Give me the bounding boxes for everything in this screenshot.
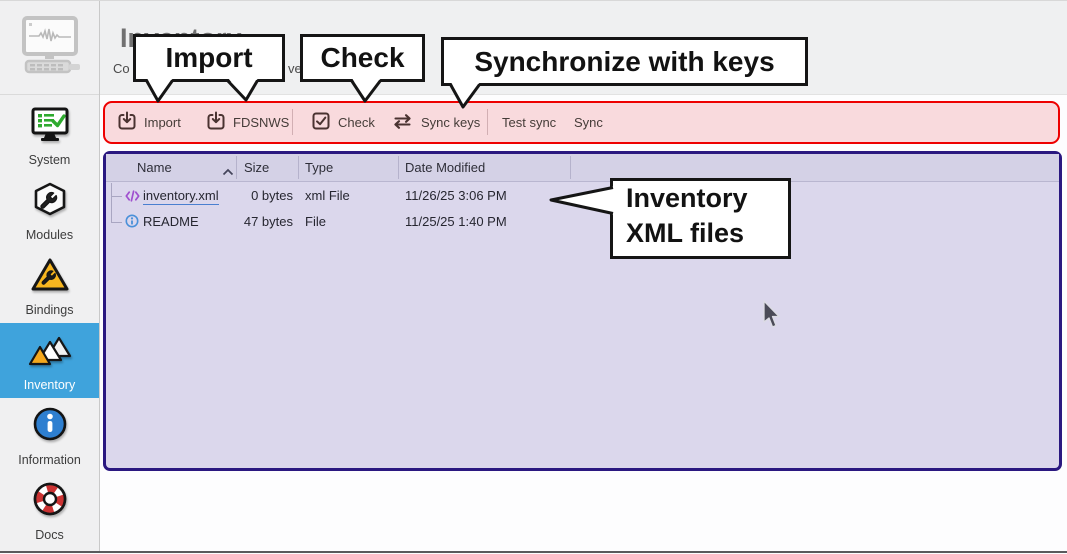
callout-import: Import [133,34,285,82]
sidebar-item-label: Docs [35,527,64,542]
test-sync-button[interactable]: Test sync [502,103,556,142]
file-table-header: Name Size Type Date Modified [106,154,1059,182]
xml-code-icon [125,189,140,206]
callout-check: Check [300,34,425,82]
sidebar-item-docs[interactable]: Docs [0,473,99,548]
sidebar-item-bindings[interactable]: Bindings [0,248,99,323]
file-type: File [305,214,326,229]
tree-branch-line [111,196,122,197]
toolbar-separator [292,109,293,135]
sidebar-item-label: Bindings [25,302,74,317]
callout-synchronize-with-keys: Synchronize with keys [441,37,808,86]
column-header-date-modified[interactable]: Date Modified [405,160,486,175]
callout-inventory-xml-files: Inventory XML files [610,178,791,259]
file-name[interactable]: README [143,214,199,229]
tree-branch-line [111,183,112,222]
button-label: Test sync [502,115,557,130]
sidebar-item-inventory[interactable]: Inventory [0,323,99,398]
button-label: FDSNWS [233,115,290,130]
sidebar-item-label: Information [18,452,81,467]
swap-arrows-icon [391,113,414,133]
sort-ascending-icon[interactable] [222,163,234,181]
column-divider[interactable] [298,156,299,179]
toolbar-separator [487,109,488,135]
seismometer-computer-logo-icon [17,15,83,80]
button-label: Sync keys [421,115,481,130]
subtitle-fragment: Co [113,61,130,76]
info-file-icon [125,214,139,231]
sidebar-item-label: Inventory [23,377,76,392]
table-row-readme[interactable]: README 47 bytes File 11/25/25 1:40 PM [106,209,1059,235]
warning-wrench-icon [30,257,70,298]
file-date-modified: 11/26/25 3:06 PM [405,188,507,203]
sidebar-item-label: Modules [25,227,74,242]
column-divider[interactable] [570,156,571,179]
window-bottom-edge [0,551,1067,553]
station-triangles-icon [27,336,73,373]
column-header-size[interactable]: Size [244,160,270,175]
file-name-link[interactable]: inventory.xml [143,188,219,205]
tree-branch-line [111,222,122,223]
info-circle-icon [31,405,69,448]
app-logo [0,1,99,95]
sidebar-item-label: System [28,152,71,167]
file-area-highlight: Name Size Type Date Modified inventory.x… [103,151,1062,471]
checkbox-check-icon [311,111,331,134]
file-date-modified: 11/25/25 1:40 PM [405,214,507,229]
check-button[interactable]: Check [311,103,375,142]
lifebuoy-icon [31,480,69,523]
file-type: xml File [305,188,350,203]
import-button[interactable]: Import [117,103,181,142]
system-monitor-check-icon [29,107,71,148]
sidebar-item-system[interactable]: System [0,98,99,173]
download-icon [117,111,137,135]
button-label: Check [338,115,375,130]
sidebar-item-modules[interactable]: Modules [0,173,99,248]
sidebar-item-information[interactable]: Information [0,398,99,473]
sync-button[interactable]: Sync [574,103,603,142]
column-divider[interactable] [398,156,399,179]
sync-keys-button[interactable]: Sync keys [391,103,480,142]
column-header-type[interactable]: Type [305,160,334,175]
table-row-inventory-xml[interactable]: inventory.xml 0 bytes xml File 11/26/25 … [106,183,1059,209]
column-header-name[interactable]: Name [137,160,172,175]
button-label: Import [144,115,181,130]
column-divider[interactable] [236,156,237,179]
sidebar: System Modules Bindings [0,1,100,552]
file-size: 0 bytes [251,188,293,203]
fdsnws-button[interactable]: FDSNWS [206,103,289,142]
download-icon [206,111,226,135]
toolbar-highlight: Import FDSNWS Check Sync keys [103,101,1060,144]
file-size: 47 bytes [243,214,293,229]
module-box-wrench-icon [31,182,69,223]
button-label: Sync [574,115,603,130]
